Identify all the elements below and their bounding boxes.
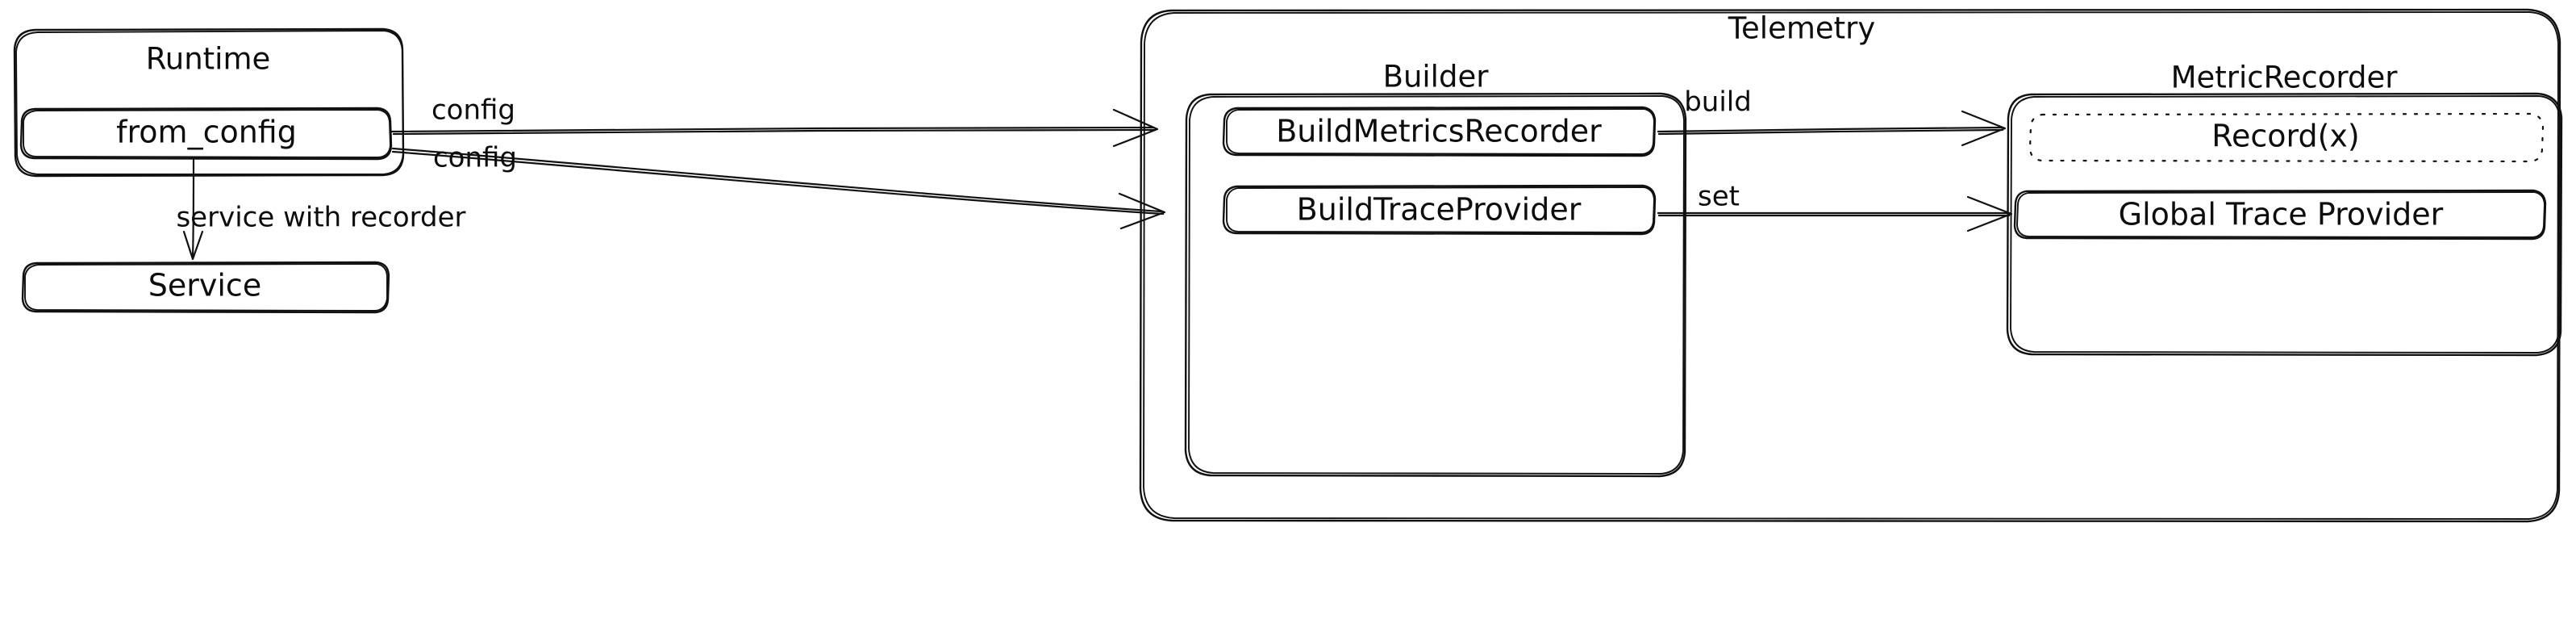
node-metric-recorder[interactable]: MetricRecorder: [2006, 61, 2563, 357]
edge-service-with-recorder: service with recorder: [176, 158, 466, 261]
node-runtime-label: Runtime: [146, 42, 271, 77]
node-from-config-label: from_config: [116, 115, 297, 150]
node-record-x-label: Record(x): [2211, 119, 2359, 154]
node-builder[interactable]: Builder: [1184, 60, 1687, 478]
edge-service-with-recorder-label: service with recorder: [176, 202, 465, 234]
edge-set-label: set: [1698, 181, 1740, 213]
node-record-x[interactable]: Record(x): [2028, 112, 2545, 163]
node-metric-recorder-label: MetricRecorder: [2171, 61, 2399, 95]
node-service-label: Service: [148, 268, 261, 303]
node-service[interactable]: Service: [21, 261, 390, 314]
edge-build: build: [1657, 86, 2007, 147]
node-telemetry[interactable]: Telemetry: [1139, 8, 2561, 523]
node-from-config[interactable]: from_config: [19, 107, 393, 161]
edge-config-to-build-trace-provider-label: config: [433, 142, 517, 174]
node-telemetry-label: Telemetry: [1728, 11, 1876, 46]
edge-set: set: [1657, 181, 2013, 232]
node-global-trace-provider-label: Global Trace Provider: [2119, 197, 2444, 232]
node-build-metrics-recorder[interactable]: BuildMetricsRecorder: [1222, 106, 1657, 157]
edge-config-to-build-metrics-recorder-label: config: [431, 94, 515, 127]
node-build-trace-provider-label: BuildTraceProvider: [1297, 192, 1582, 228]
node-build-trace-provider[interactable]: BuildTraceProvider: [1222, 184, 1657, 236]
node-build-metrics-recorder-label: BuildMetricsRecorder: [1276, 114, 1602, 149]
edge-build-label: build: [1684, 86, 1752, 119]
node-global-trace-provider[interactable]: Global Trace Provider: [2013, 189, 2547, 241]
edge-config-to-build-metrics-recorder: config: [390, 94, 1159, 148]
node-builder-label: Builder: [1383, 60, 1490, 94]
node-runtime[interactable]: Runtime: [13, 27, 405, 178]
edge-config-to-build-trace-provider: config: [391, 142, 1166, 230]
